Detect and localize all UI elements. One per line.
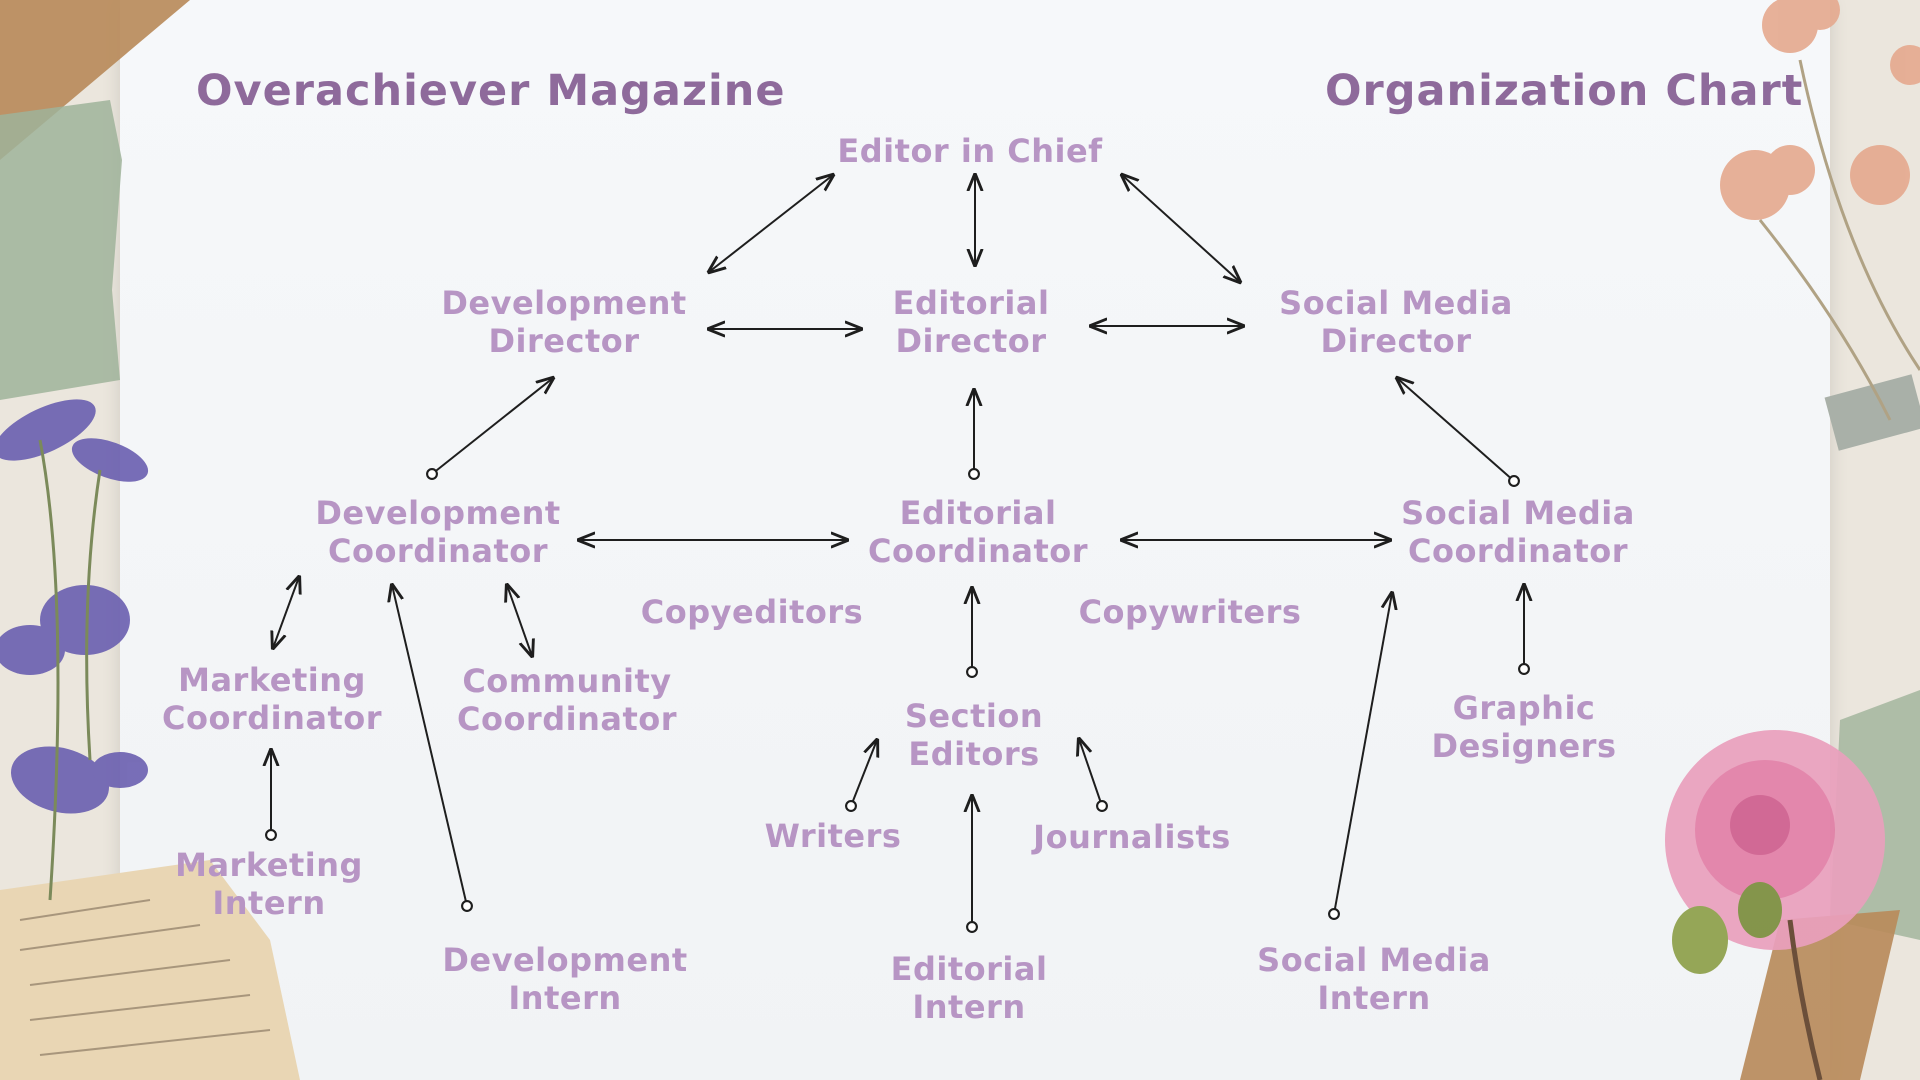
green-paper-right	[1830, 690, 1920, 940]
node-copywriters: Copywriters	[1078, 593, 1302, 631]
chart-title: Organization Chart	[1325, 66, 1804, 116]
magazine-title: Overachiever Magazine	[196, 66, 786, 116]
node-copyeditors: Copyeditors	[640, 593, 864, 631]
node-journalists: Journalists	[1033, 818, 1231, 856]
flower-stems-left	[38, 439, 102, 901]
green-paper-left	[0, 100, 122, 400]
node-editor-in-chief: Editor in Chief	[837, 132, 1103, 170]
node-writers: Writers	[764, 817, 902, 855]
grey-tape-right	[1824, 374, 1920, 451]
